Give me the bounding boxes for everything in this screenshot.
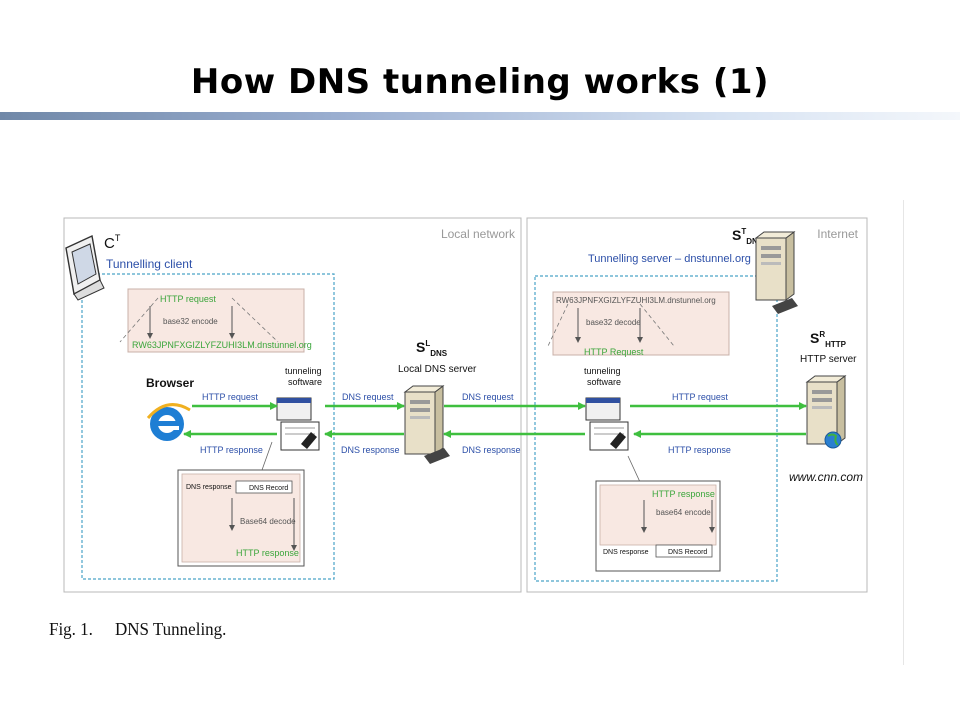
local-dns-symbol: SLDNS [416,339,448,358]
server-decode-box [552,291,730,356]
client-encode-box [127,288,305,353]
page-edge-line [903,200,904,665]
tunnel-dns-symbol: STDNS [732,227,764,246]
local-network-label: Local network [441,227,516,241]
client-dashed-region [81,273,335,580]
local-dns-keyboard-icon [424,448,450,464]
http-server-label: HTTP server [800,354,857,365]
tunnel-dns-keyboard-icon [772,298,798,314]
server-label: Tunnelling server – dnstunnel.org [588,253,751,265]
http-server-icon [806,375,846,445]
server-response-record: DNS Record [668,549,707,556]
label-dns-response-local: DNS response [341,445,400,455]
client-box-bottom: RW63JPNFXGIZLYFZUHI3LM.dnstunnel.org [132,340,312,350]
server-response-step: base64 encode [656,508,711,517]
client-box-step: base32 encode [163,317,218,326]
http-server-symbol: SRHTTP [810,330,847,349]
http-server-domain: www.cnn.com [789,470,863,484]
local-dns-server-icon [404,385,444,455]
client-response-left: DNS response [186,484,232,491]
client-symbol: CT [104,233,121,252]
server-response-left: DNS response [603,549,649,556]
browser-icon [145,395,191,453]
figure-caption-text: DNS Tunneling. [114,619,227,640]
title-divider [0,112,960,120]
client-label: Tunnelling client [106,257,193,271]
label-dns-request-internet: DNS request [462,392,514,402]
client-box-top: HTTP request [160,294,216,304]
local-dns-label: Local DNS server [398,364,477,375]
tunnel-dns-server-icon [755,231,795,301]
label-dns-request-local: DNS request [342,392,394,402]
browser-label: Browser [146,376,194,390]
label-http-response-client: HTTP response [200,445,263,455]
client-response-step: Base64 decode [240,517,296,526]
internet-label: Internet [817,227,858,241]
server-box-bottom: HTTP Request [584,347,644,357]
client-computer-icon [65,234,105,301]
label-http-response-server: HTTP response [668,445,731,455]
client-response-record: DNS Record [249,485,288,492]
figure-number: Fig. 1. [49,619,93,640]
slide-title: How DNS tunneling works (1) [190,62,770,102]
server-box-top: RW63JPNFXGIZLYFZUHI3LM.dnstunnel.org [556,296,716,305]
label-http-request-client: HTTP request [202,392,258,402]
server-dashed-region [534,275,778,582]
server-response-top: HTTP response [652,489,715,499]
client-response-bottom: HTTP response [236,548,299,558]
server-box-step: base32 decode [586,318,641,327]
figure-caption: Fig. 1. DNS Tunneling. [49,620,248,641]
label-http-request-server: HTTP request [672,392,728,402]
label-dns-response-internet: DNS response [462,445,521,455]
